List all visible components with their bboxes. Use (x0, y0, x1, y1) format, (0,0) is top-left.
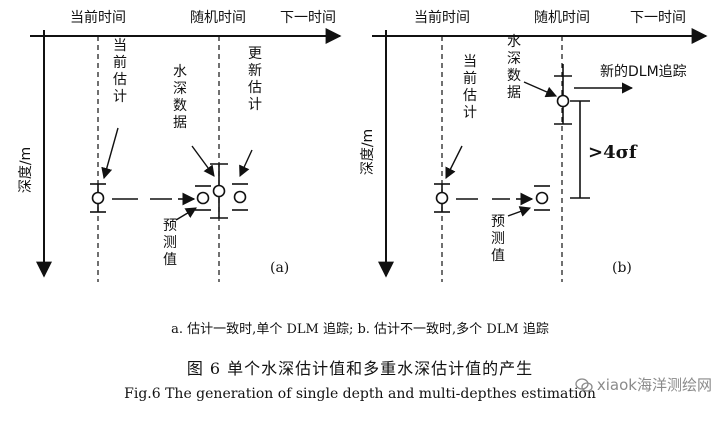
panel-b-water-depth-node (554, 64, 572, 125)
panel-a-current-estimate-arrow (101, 127, 119, 180)
panel-b-predicted-value-label: 预测值 (491, 214, 505, 264)
panel-b-current-estimate-arrow (445, 145, 463, 180)
panel-a-current-estimate-node (90, 183, 106, 213)
panel-b-current-estimate-node (434, 183, 450, 213)
panel-b-water-depth-arrow (523, 81, 558, 98)
panel-a-predicted-node (195, 185, 211, 211)
panel-a-water-depth-label: 水深数据 (173, 64, 187, 131)
watermark: xiaok海洋测绘网 (575, 374, 712, 395)
panel-a-current-estimate-label: 当前估计 (113, 38, 127, 105)
figure-title-chinese: 图 6 单个水深估计值和多重水深估计值的产生 (186, 359, 534, 378)
panel-b-sigma-annotation: >4σf (588, 142, 638, 163)
panel-a-updated-estimate-label: 更新估计 (248, 46, 262, 113)
panel-b-current-time-label: 当前时间 (414, 9, 470, 26)
panel-b-sigma-bracket (570, 100, 590, 199)
panel-b-current-estimate-label: 当前估计 (463, 54, 477, 121)
subcaption: a. 估计一致时,单个 DLM 追踪; b. 估计不一致时,多个 DLM 追踪 (171, 322, 549, 337)
panel-b-water-depth-label: 水深数据 (507, 34, 521, 101)
panel-a-current-time-label: 当前时间 (70, 9, 126, 26)
panel-a-random-time-label: 随机时间 (190, 10, 246, 26)
panel-a-water-depth-arrow (191, 145, 215, 177)
panel-a-updated-estimate-arrow (239, 149, 253, 178)
panel-a-predicted-value-label: 预测值 (163, 218, 177, 268)
panel-a-water-depth-node (210, 163, 228, 219)
panel-b-predicted-arrow (507, 206, 532, 217)
panel-b-predicted-node (534, 185, 550, 211)
panel-a-next-time-label: 下一时间 (280, 10, 336, 26)
panel-a-updated-estimate-node (232, 183, 248, 211)
panel-b-depth-axis-label: 深度/m (360, 129, 376, 175)
panel-b-new-dlm-label: 新的DLM追踪 (600, 64, 687, 80)
panel-a-depth-axis-label: 深度/m (18, 147, 34, 193)
panel-a: 深度/m 当前时间 随机时间 下一时间 当前估计 水深数据 更新估计 预测值 (18, 9, 342, 282)
watermark-text: xiaok海洋测绘网 (596, 376, 712, 394)
panel-b: 深度/m 当前时间 随机时间 下一时间 当前估计 水深数据 预测值 新的DLM追… (360, 9, 708, 282)
panel-b-label: (b) (612, 260, 632, 276)
wechat-icon (575, 377, 593, 392)
panel-b-next-time-label: 下一时间 (630, 10, 686, 26)
panel-a-predicted-arrow (175, 207, 197, 221)
figure-title-english: Fig.6 The generation of single depth and… (124, 386, 596, 402)
panel-b-random-time-label: 随机时间 (534, 10, 590, 26)
panel-a-label: (a) (270, 260, 289, 276)
